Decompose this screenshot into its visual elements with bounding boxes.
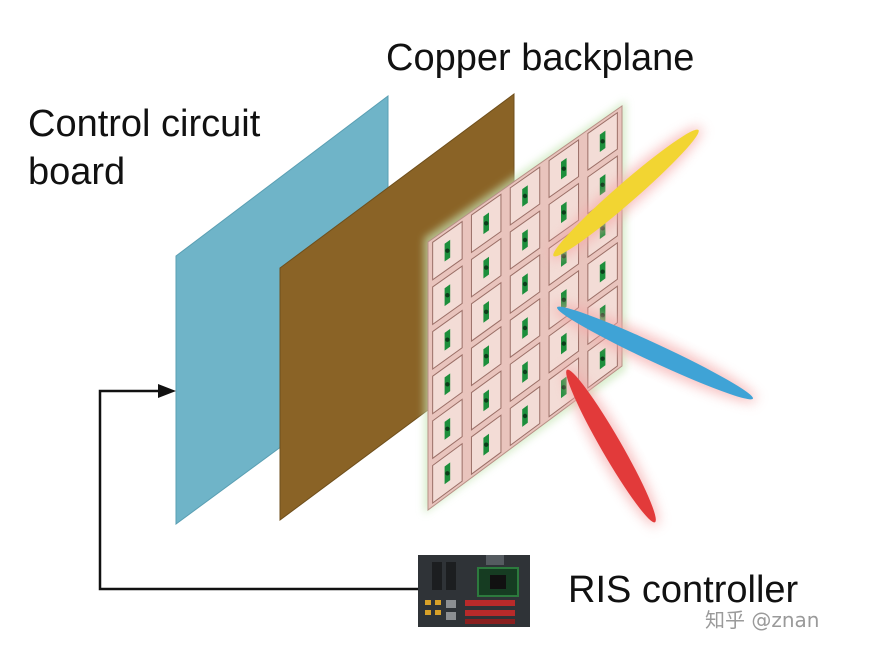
beams <box>549 126 757 526</box>
metasurface-element-dot <box>522 413 528 419</box>
ris-controller-chip-icon <box>418 555 530 627</box>
metasurface-element-dot <box>445 426 450 431</box>
metasurface-element-dot <box>600 356 605 361</box>
metasurface-element-dot <box>484 398 489 403</box>
metasurface-element-dot <box>445 471 450 476</box>
metasurface-element-dot <box>561 385 566 390</box>
metasurface-element-dot <box>561 341 566 346</box>
metasurface-element-dot <box>445 382 450 387</box>
metasurface-element-dot <box>445 337 450 342</box>
watermark: 知乎 @znan <box>705 608 820 632</box>
ris-controller-label: RIS controller <box>568 569 799 611</box>
metasurface-element-dot <box>600 182 605 187</box>
metasurface-element-dot <box>522 193 528 199</box>
metasurface-element-dot <box>484 309 489 315</box>
metasurface-element-dot <box>445 293 450 298</box>
metasurface-element-dot <box>522 237 528 243</box>
metasurface-element-dot <box>600 269 605 274</box>
metasurface-element-dot <box>561 166 566 171</box>
beam-blue <box>557 306 753 400</box>
beam-red <box>566 369 656 523</box>
control-circuit-board-label: Control circuit board <box>28 103 261 193</box>
metasurface-element-dot <box>600 139 605 144</box>
metasurface-element-dot <box>484 353 489 359</box>
connection-arrow <box>98 384 418 591</box>
metasurface-element-dot <box>445 248 450 253</box>
metasurface-element-dot <box>522 325 528 331</box>
metasurface-element-dot <box>522 281 528 287</box>
metasurface-element-dot <box>522 369 528 375</box>
metasurface-element-dot <box>561 297 566 303</box>
metasurface-element-dot <box>484 265 489 270</box>
metasurface-element-dot <box>561 210 566 215</box>
metasurface-element-dot <box>484 221 489 226</box>
copper-backplane-label: Copper backplane <box>386 37 695 79</box>
arrowhead-icon <box>158 384 176 398</box>
metasurface-element-dot <box>484 442 489 447</box>
beam-yellow <box>553 129 699 257</box>
